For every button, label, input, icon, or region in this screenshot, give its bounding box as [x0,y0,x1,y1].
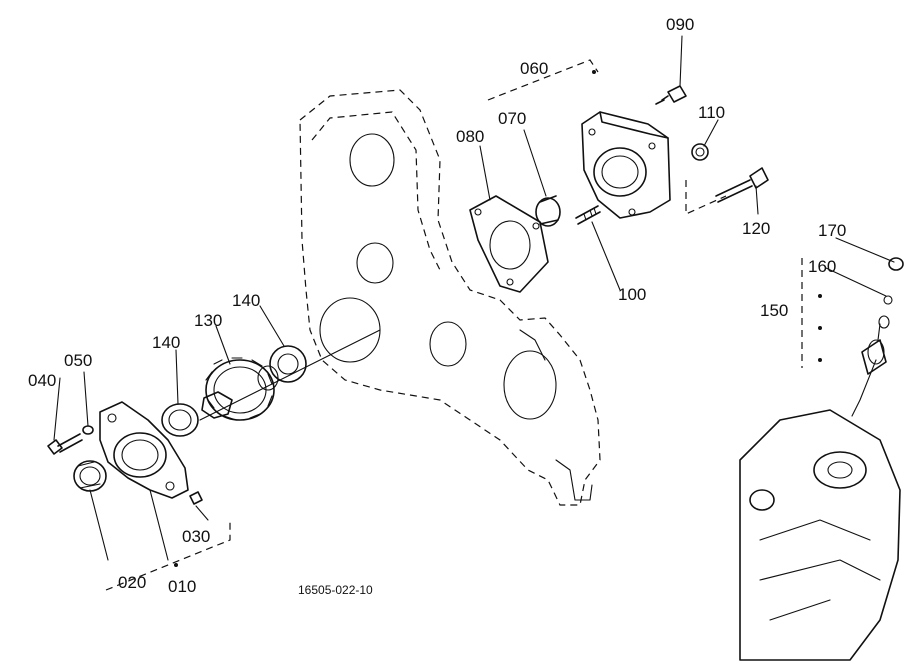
callout-160: 160 [808,257,837,276]
callout-170: 170 [818,221,847,240]
callout-080: 080 [456,127,485,146]
cylinder-block [739,409,901,661]
stud-100 [575,205,601,225]
callout-060: 060 [520,59,549,78]
callout-070: 070 [498,109,527,128]
bolt-120 [715,167,769,203]
callout-030: 030 [182,527,211,546]
oil-seal [73,460,107,492]
callout-140-left: 140 [152,333,181,352]
idle-gear [201,357,279,421]
bushing-070 [535,195,561,227]
shaft-axis-line [199,329,381,421]
seal-housing [99,401,189,499]
pump-body [581,111,671,219]
oil-fitting [851,257,904,417]
callout-010: 010 [168,577,197,596]
washer-050 [82,425,94,435]
callout-040: 040 [28,371,57,390]
pin-030 [189,491,203,505]
shim-right [269,345,307,383]
callout-130: 130 [194,311,223,330]
callout-110: 110 [698,103,726,122]
gear-case-outline [299,89,601,506]
gasket-080 [469,195,549,293]
bolt-090 [655,85,687,105]
nut-110 [691,143,709,161]
assembly-brackets [105,59,822,591]
bolt-040 [47,433,83,455]
callout-150: 150 [760,301,789,320]
leader-lines [53,35,895,561]
callout-050: 050 [64,351,93,370]
callout-100: 100 [618,285,647,304]
callout-140-right: 140 [232,291,261,310]
shim-left [161,403,199,437]
callout-090: 090 [666,15,695,34]
callout-120: 120 [742,219,771,238]
drawing-number: 16505-022-10 [298,583,373,597]
callout-020: 020 [118,573,147,592]
